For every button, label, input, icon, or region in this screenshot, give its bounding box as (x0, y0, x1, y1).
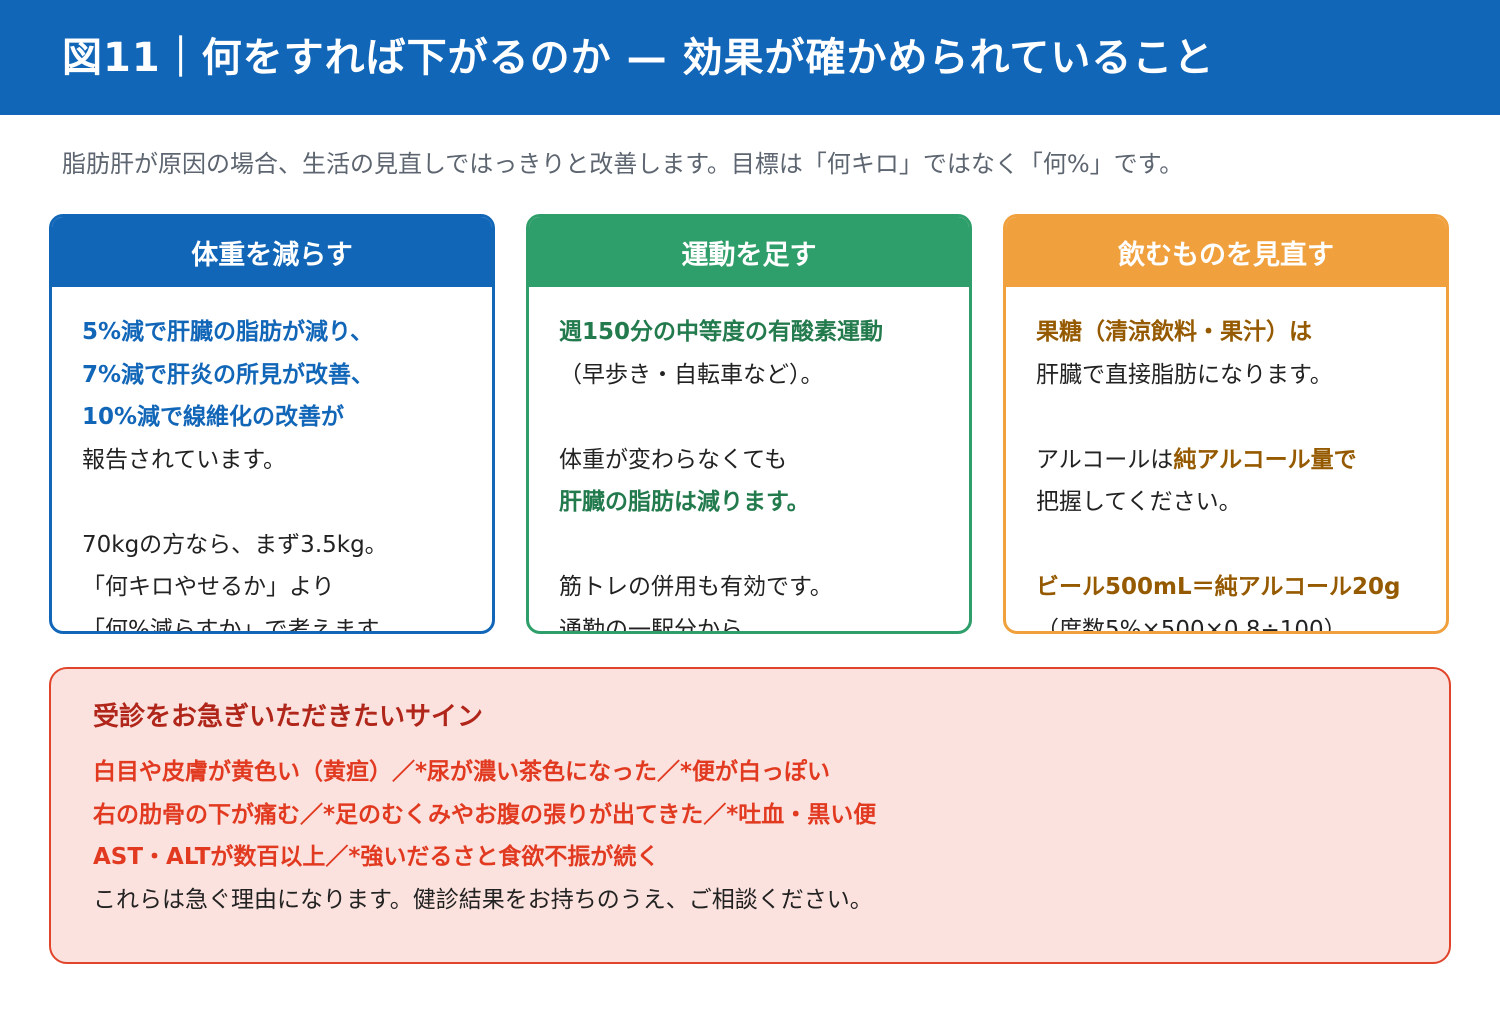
card-exercise-line: 筋トレの併用も有効です。 (559, 574, 833, 600)
card-weight-line: 70kgの方なら、まず3.5kg。 (82, 531, 388, 558)
card-weight-line: 10%減で線維化の改善が (82, 404, 345, 430)
card-weight-body: 5%減で肝臓の脂肪が減り、 7%減で肝炎の所見が改善、 10%減で線維化の改善が… (52, 287, 492, 634)
card-drinks-text: アルコールは (1036, 446, 1174, 473)
card-weight: 体重を減らす 5%減で肝臓の脂肪が減り、 7%減で肝炎の所見が改善、 10%減で… (49, 214, 495, 634)
card-exercise-line: （早歩き・自転車など）。 (559, 361, 824, 388)
card-drinks-line-mixed: アルコールは純アルコール量で (1036, 439, 1446, 482)
warning-list: 白目や皮膚が黄色い（黄疸）／*尿が濃い茶色になった／*便が白っぽい 右の肋骨の下… (93, 751, 876, 921)
card-exercise-title: 運動を足す (529, 217, 969, 287)
page-subtitle: 脂肪肝が原因の場合、生活の見直しではっきりと改善します。目標は「何キロ」ではなく… (62, 150, 1184, 178)
card-weight-line: 5%減で肝臓の脂肪が減り、 (82, 319, 374, 345)
spacer (559, 396, 969, 439)
card-drinks-line: 肝臓で直接脂肪になります。 (1036, 361, 1333, 388)
card-exercise-line: 体重が変わらなくても (559, 446, 788, 473)
card-exercise-line: 週150分の中等度の有酸素運動 (559, 319, 884, 345)
warning-item: 白目や皮膚が黄色い（黄疸）／*尿が濃い茶色になった／*便が白っぽい (93, 759, 831, 785)
card-exercise-body: 週150分の中等度の有酸素運動 （早歩き・自転車など）。 体重が変わらなくても … (529, 287, 969, 634)
card-drinks-title: 飲むものを見直す (1006, 217, 1446, 287)
spacer (82, 481, 492, 524)
card-drinks: 飲むものを見直す 果糖（清涼飲料・果汁）は 肝臓で直接脂肪になります。 アルコー… (1003, 214, 1449, 634)
card-exercise: 運動を足す 週150分の中等度の有酸素運動 （早歩き・自転車など）。 体重が変わ… (526, 214, 972, 634)
card-weight-line: 7%減で肝炎の所見が改善、 (82, 361, 375, 388)
warning-item: AST・ALTが数百以上／*強いだるさと食欲不振が続く (93, 844, 660, 870)
card-weight-line: 「何キロやせるか」より (82, 574, 335, 600)
card-weight-title: 体重を減らす (52, 217, 492, 287)
warning-note: これらは急ぐ理由になります。健診結果をお持ちのうえ、ご相談ください。 (93, 886, 873, 913)
warning-box: 受診をお急ぎいただきたいサイン 白目や皮膚が黄色い（黄疸）／*尿が濃い茶色になっ… (49, 667, 1451, 964)
warning-title: 受診をお急ぎいただきたいサイン (93, 702, 484, 732)
card-drinks-line: 把握してください。 (1036, 489, 1242, 515)
card-drinks-line: （度数5%×500×0.8÷100） (1036, 616, 1347, 634)
card-drinks-body: 果糖（清涼飲料・果汁）は 肝臓で直接脂肪になります。 アルコールは純アルコール量… (1006, 287, 1446, 634)
spacer (559, 524, 969, 567)
card-weight-line: 報告されています。 (82, 446, 287, 473)
card-weight-line: 「何%減らすか」で考えます。 (82, 616, 401, 634)
card-drinks-line: ビール500mL＝純アルコール20g (1036, 574, 1401, 600)
spacer (1036, 396, 1446, 439)
page-title: 図11｜何をすれば下がるのか — 効果が確かめられていること (62, 35, 1215, 81)
card-exercise-line: 通勤の一駅分から。 (559, 616, 766, 634)
spacer (1036, 524, 1446, 567)
card-drinks-text-bold: 純アルコール量で (1173, 446, 1357, 473)
card-exercise-line: 肝臓の脂肪は減ります。 (559, 489, 810, 515)
warning-item: 右の肋骨の下が痛む／*足のむくみやお腹の張りが出てきた／*吐血・黒い便 (93, 801, 877, 828)
card-drinks-line: 果糖（清涼飲料・果汁）は (1036, 319, 1312, 345)
header-bar: 図11｜何をすれば下がるのか — 効果が確かめられていること (0, 0, 1500, 115)
